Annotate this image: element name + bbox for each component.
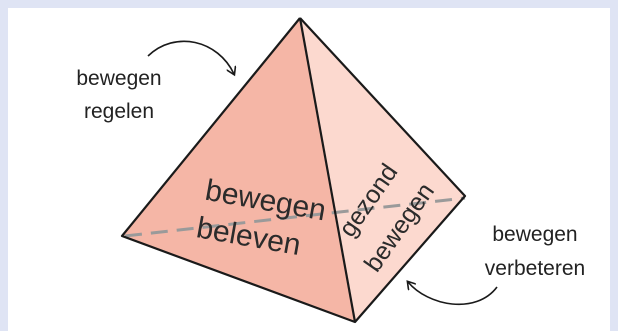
right-label-line1: bewegen xyxy=(492,223,577,246)
pyramid-hidden-edge xyxy=(124,196,466,238)
right-arrow-icon xyxy=(408,282,498,306)
apex-label-line1: bewegen xyxy=(76,67,161,90)
right-label-line2: verbeteren xyxy=(485,257,585,280)
apex-arrow-icon xyxy=(147,40,234,74)
pyramid-face-left xyxy=(122,18,355,322)
pyramid-front-edge xyxy=(298,17,357,323)
apex-label-line2: regelen xyxy=(84,100,154,123)
